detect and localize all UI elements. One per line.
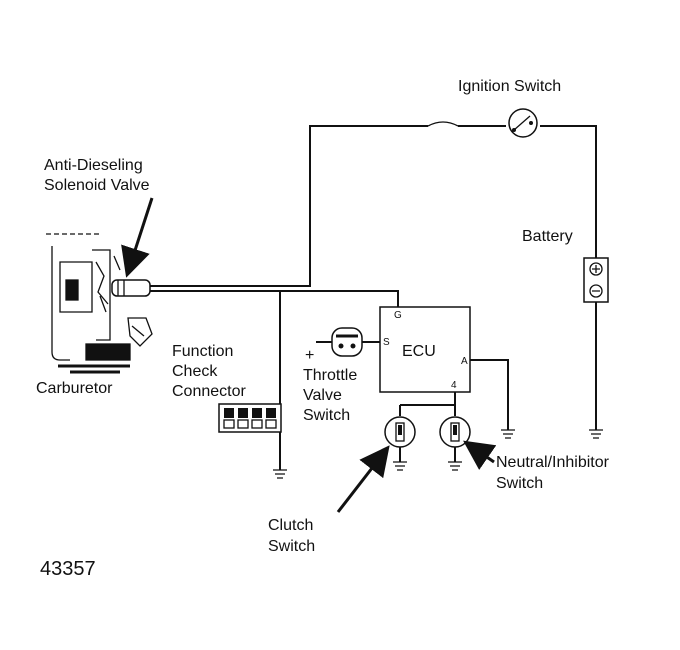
ecu-box <box>379 306 471 393</box>
clutch-pointer-arrow <box>336 445 390 513</box>
ignition-to-battery-wire <box>540 125 597 258</box>
solenoid-to-ecu-wire <box>150 290 399 307</box>
ecu-label: ECU <box>402 343 436 360</box>
function-check-label-line3: Connector <box>172 383 246 400</box>
battery-label: Battery <box>522 228 573 245</box>
throttle-label-line1: Throttle <box>303 367 357 384</box>
figure-number: 43357 <box>40 558 96 580</box>
ecu-pin-a: A <box>461 356 468 367</box>
ignition-switch-icon <box>508 108 538 138</box>
solenoid-valve-icon <box>111 279 151 297</box>
throttle-valve-switch-icon <box>331 327 363 357</box>
ecu-pin-s: S <box>383 337 390 348</box>
function-check-label-line1: Function <box>172 343 233 360</box>
carburetor-label: Carburetor <box>36 380 113 397</box>
wires <box>150 121 597 470</box>
solenoid-pointer-arrow <box>121 197 154 278</box>
anti-dieseling-label-line1: Anti-Dieseling <box>44 157 143 174</box>
ecu-pin-g: G <box>394 310 402 321</box>
clutch-label-line2: Switch <box>268 538 315 555</box>
battery-icon <box>583 257 609 303</box>
throttle-plus-sign: + <box>305 347 314 364</box>
neutral-inhibitor-switch-icon <box>439 416 471 448</box>
ignition-switch-label: Ignition Switch <box>458 78 561 95</box>
function-check-connector-icon <box>218 403 282 433</box>
carburetor-icon <box>46 233 153 374</box>
function-check-label-line2: Check <box>172 363 218 380</box>
ecu-a-ground-wire <box>470 359 509 430</box>
clutch-switch-icon <box>384 416 416 448</box>
throttle-label-line3: Switch <box>303 407 350 424</box>
ground-icon <box>589 429 603 439</box>
solenoid-to-ignition-wire <box>150 125 428 287</box>
ground-icon <box>393 461 407 471</box>
neutral-label-line2: Switch <box>496 475 543 492</box>
ground-icon <box>501 429 515 439</box>
ground-icon <box>448 461 462 471</box>
anti-dieseling-label-line2: Solenoid Valve <box>44 177 150 194</box>
ecu-pin-4: 4 <box>451 380 457 391</box>
fuse-link <box>427 121 459 127</box>
ground-icon <box>273 469 287 479</box>
neutral-label-line1: Neutral/Inhibitor <box>496 454 610 471</box>
ground-symbols <box>273 429 603 479</box>
ecu-to-switches-wire <box>399 392 456 416</box>
clutch-label-line1: Clutch <box>268 517 313 534</box>
throttle-label-line2: Valve <box>303 387 342 404</box>
neutral-pointer-arrow <box>463 440 497 470</box>
